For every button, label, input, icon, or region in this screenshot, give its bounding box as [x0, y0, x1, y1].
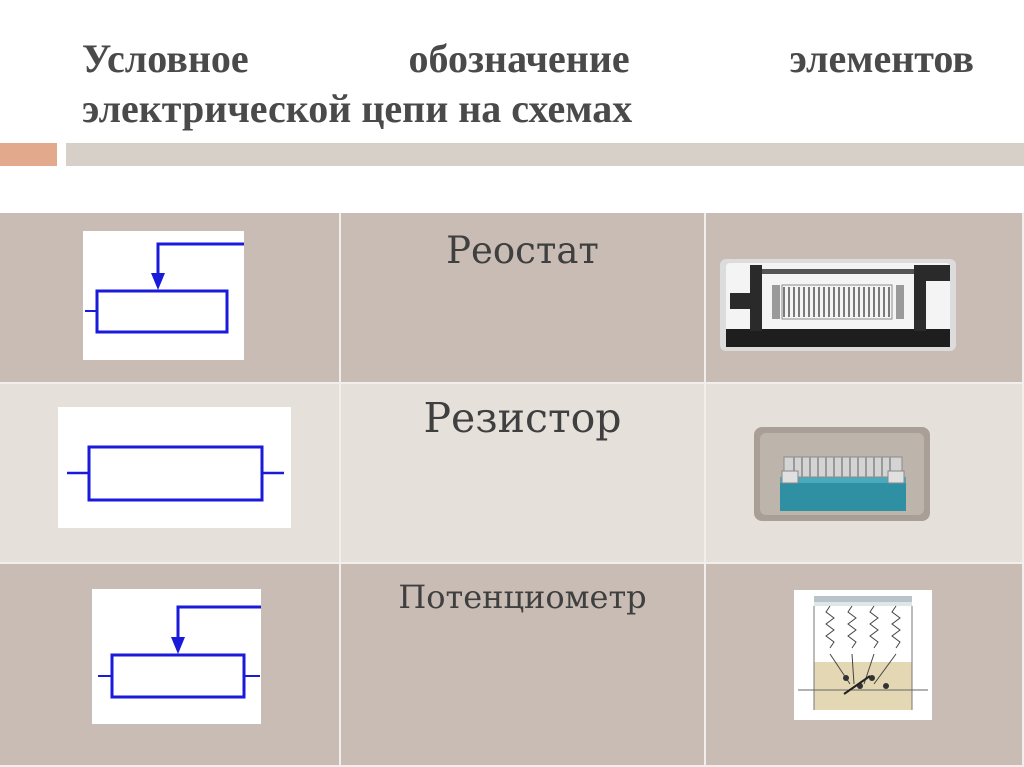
- title-line-1: Условное обозначение элементов: [82, 34, 974, 84]
- slide-title: Условное обозначение элементов электриче…: [82, 34, 974, 134]
- element-name-rheostat: Реостат: [446, 229, 599, 272]
- name-cell-resistor: Резистор: [341, 384, 706, 564]
- element-name-potentiometer: Потенциометр: [398, 578, 647, 616]
- title-rule: [66, 143, 1024, 166]
- name-cell-rheostat: Реостат: [341, 213, 706, 384]
- symbol-cell-rheostat: [0, 213, 341, 384]
- rheostat-photo-icon: [720, 259, 956, 351]
- photo-cell-rheostat: [706, 213, 1024, 384]
- resistor-photo-icon: [754, 427, 930, 521]
- symbol-cell-resistor: [0, 384, 341, 564]
- title-line-2: электрической цепи на схемах: [82, 86, 633, 131]
- resistor-symbol-icon: [58, 407, 291, 528]
- name-cell-potentiometer: Потенциометр: [341, 564, 706, 767]
- element-name-resistor: Резистор: [423, 394, 622, 442]
- title-word-1: Условное: [82, 36, 249, 81]
- symbol-cell-potentiometer: [0, 564, 341, 767]
- title-word-3: элементов: [789, 36, 974, 81]
- photo-cell-resistor: [706, 384, 1024, 564]
- elements-table: Реостат: [0, 213, 1024, 767]
- potentiometer-photo-icon: [794, 590, 932, 720]
- photo-cell-potentiometer: [706, 564, 1024, 767]
- accent-bar: [0, 143, 57, 166]
- potentiometer-symbol-icon: [92, 589, 261, 724]
- title-word-2: обозначение: [408, 36, 630, 81]
- rheostat-symbol-icon: [83, 231, 244, 360]
